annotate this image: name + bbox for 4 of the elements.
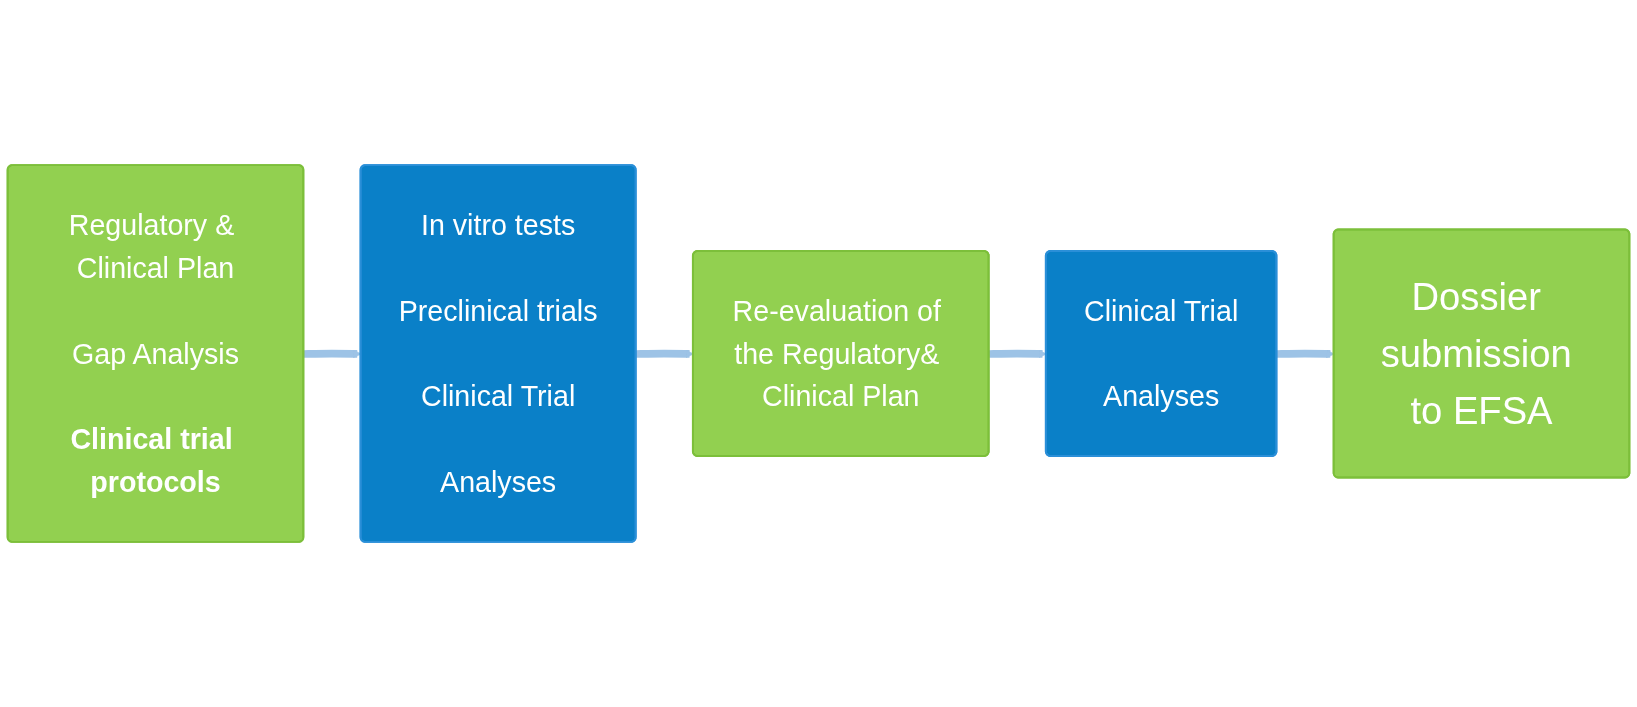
arrow bbox=[636, 349, 694, 359]
arrow bbox=[303, 349, 362, 359]
arrow bbox=[1276, 349, 1335, 359]
arrow bbox=[989, 349, 1047, 359]
